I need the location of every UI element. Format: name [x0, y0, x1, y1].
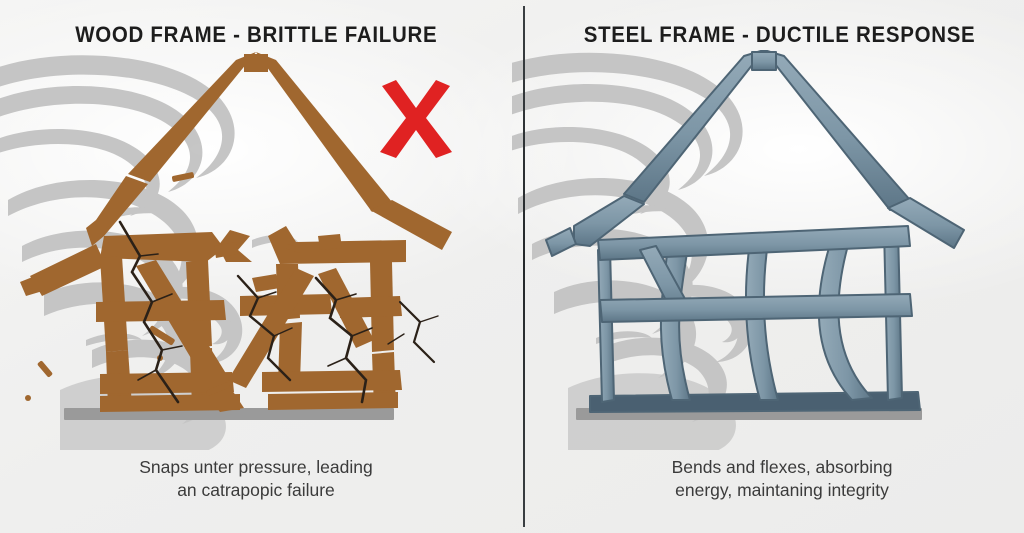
panel-title-wood: WOOD FRAME - BRITTLE FAILURE: [75, 22, 438, 47]
crack-lines-wood: [118, 220, 439, 404]
verdict-fail-badge: [368, 80, 464, 158]
caption-steel-line2: energy, maintaning integrity: [675, 480, 889, 500]
wood-frame-members: [20, 52, 452, 412]
panel-divider: [523, 6, 525, 527]
panel-title-steel: STEEL FRAME - DUCTILE RESPONSE: [583, 22, 976, 47]
caption-wood: Snaps unter pressure, leading an catrapo…: [0, 456, 518, 502]
panel-steel-frame: STEEL FRAME - DUCTILE RESPONSE: [512, 0, 1024, 533]
caption-steel-line1: Bends and flexes, absorbing: [671, 457, 893, 477]
steel-frame-illustration: [512, 50, 1024, 450]
steel-frame-members: [545, 50, 965, 413]
caption-steel: Bends and flexes, absorbing energy, main…: [512, 456, 1024, 502]
caption-wood-line1: Snaps unter pressure, leading: [139, 457, 373, 477]
wood-frame-illustration: [0, 50, 512, 450]
panel-wood-frame: WOOD FRAME - BRITTLE FAILURE: [0, 22, 512, 500]
red-x-icon: [380, 80, 452, 158]
wood-debris: [25, 172, 302, 401]
caption-wood-line2: an catrapopic failure: [177, 480, 335, 500]
